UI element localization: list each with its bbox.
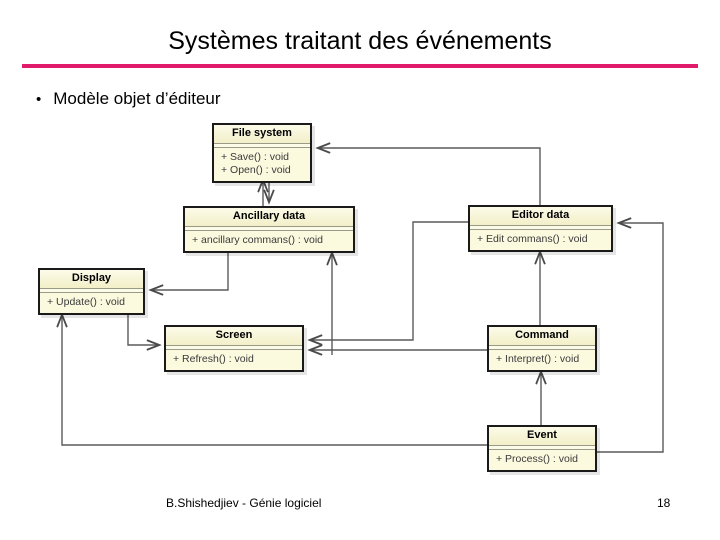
uml-class-editor-data[interactable]: Editor data + Edit commans() : void	[468, 205, 613, 252]
connector-event-to-editor-data	[597, 223, 664, 453]
title-underline-rule	[22, 64, 698, 68]
bullet-item-label: Modèle objet d’éditeur	[53, 89, 221, 108]
uml-operation: + Interpret() : void	[496, 353, 580, 365]
uml-class-screen[interactable]: Screen + Refresh() : void	[164, 325, 304, 372]
uml-class-display[interactable]: Display + Update() : void	[38, 268, 145, 315]
uml-operations: + Save() : void + Open() : void	[214, 148, 310, 181]
connector-editor-data-to-screen	[310, 221, 468, 340]
uml-compartment-separator	[470, 226, 611, 230]
uml-compartment-separator	[40, 289, 143, 293]
connector-event-to-display	[62, 315, 487, 446]
uml-operation: + Save() : void	[221, 151, 289, 163]
connector-ancillary-data-to-display	[151, 248, 229, 290]
uml-class-file-system[interactable]: File system + Save() : void + Open() : v…	[212, 123, 312, 183]
uml-class-ancillary-data[interactable]: Ancillary data + ancillary commans() : v…	[183, 206, 355, 253]
uml-operation: + Refresh() : void	[173, 353, 254, 365]
uml-class-name: File system	[214, 125, 310, 144]
uml-class-name: Command	[489, 327, 595, 346]
footer-page-number: 18	[657, 496, 671, 510]
uml-class-name: Screen	[166, 327, 302, 346]
uml-operation: + Edit commans() : void	[477, 233, 588, 245]
uml-operations: + Edit commans() : void	[470, 230, 611, 250]
uml-operation: + ancillary commans() : void	[192, 234, 323, 246]
uml-class-diagram: File system + Save() : void + Open() : v…	[0, 112, 720, 484]
uml-operations: + ancillary commans() : void	[185, 231, 353, 251]
uml-operations: + Process() : void	[489, 450, 595, 470]
page-title: Systèmes traitant des événements	[168, 27, 552, 55]
uml-class-command[interactable]: Command + Interpret() : void	[487, 325, 597, 372]
uml-operations: + Update() : void	[40, 293, 143, 313]
uml-operations: + Interpret() : void	[489, 350, 595, 370]
connector-layer	[0, 112, 664, 453]
bullet-marker-icon: •	[36, 91, 42, 108]
uml-operations: + Refresh() : void	[166, 350, 302, 370]
uml-compartment-separator	[489, 346, 595, 350]
uml-class-name: Event	[489, 427, 595, 446]
uml-class-name: Ancillary data	[185, 208, 353, 227]
bullet-list-item: • Modèle objet d’éditeur	[36, 89, 221, 109]
footer-author-text: B.Shishedjiev - Génie logiciel	[166, 496, 322, 510]
uml-class-name: Display	[40, 270, 143, 289]
uml-class-name: Editor data	[470, 207, 611, 226]
uml-class-event[interactable]: Event + Process() : void	[487, 425, 597, 472]
connector-editor-data-to-file-system	[318, 148, 541, 205]
uml-operation: + Process() : void	[496, 453, 578, 465]
uml-operation: + Open() : void	[221, 164, 291, 176]
connector-display-to-screen	[127, 310, 159, 345]
uml-operation: + Update() : void	[47, 296, 125, 308]
uml-compartment-separator	[166, 346, 302, 350]
uml-compartment-separator	[214, 144, 310, 148]
uml-compartment-separator	[185, 227, 353, 231]
uml-compartment-separator	[489, 446, 595, 450]
